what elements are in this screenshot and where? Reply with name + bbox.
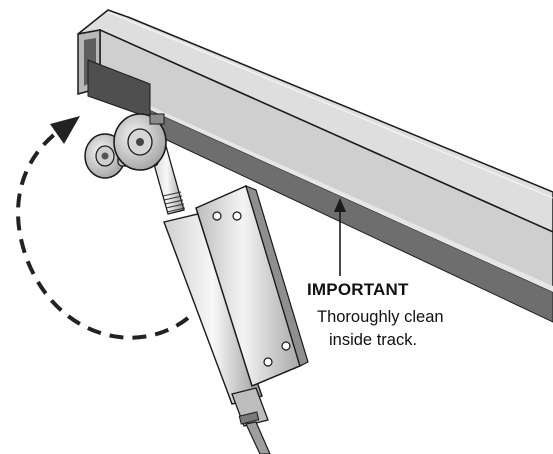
- callout-leader-arrowhead: [334, 198, 346, 212]
- callout-leader: [334, 198, 346, 276]
- rotation-arrow: [16, 116, 190, 340]
- roller-wheels: [84, 113, 167, 179]
- callout-text-line1: Thoroughly clean: [317, 308, 444, 326]
- overhead-track: [77, 9, 553, 323]
- callout-text-line2: inside track.: [329, 331, 418, 349]
- rotation-arrowhead: [50, 116, 80, 144]
- callout-heading: IMPORTANT: [307, 280, 409, 299]
- door-hanger-bracket: [163, 184, 309, 454]
